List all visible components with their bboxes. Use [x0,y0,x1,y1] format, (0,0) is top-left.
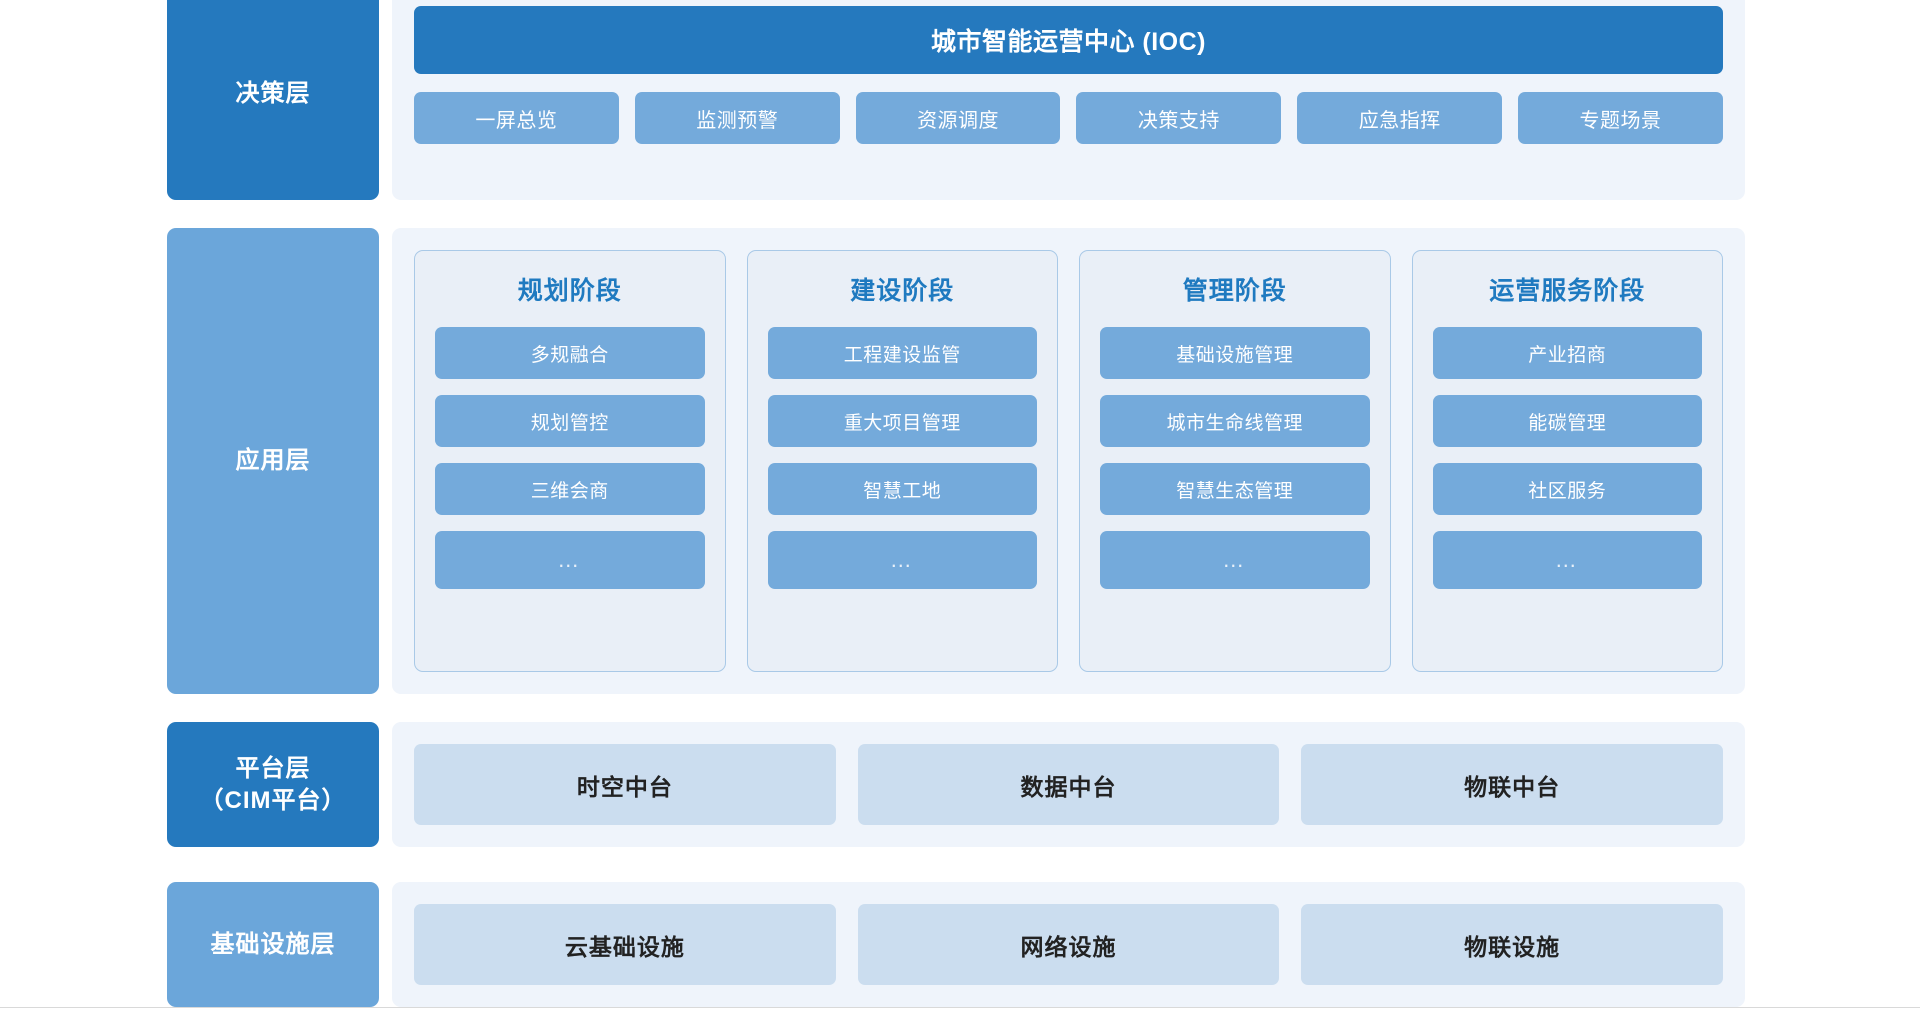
decision-layer-row: 决策层 城市智能运营中心 (IOC) 一屏总览 监测预警 资源调度 决策支持 应… [167,0,1745,200]
platform-box-1[interactable]: 数据中台 [857,744,1280,825]
decision-chip-3[interactable]: 决策支持 [1076,92,1282,144]
infrastructure-layer-panel: 云基础设施 网络设施 物联设施 [392,882,1745,1007]
decision-layer-panel: 城市智能运营中心 (IOC) 一屏总览 监测预警 资源调度 决策支持 应急指挥 … [392,0,1745,200]
decision-chip-0[interactable]: 一屏总览 [414,92,619,144]
application-layer-panel: 规划阶段 多规融合 规划管控 三维会商 … 建设阶段 工程建设监管 重大项目管理… [392,228,1745,694]
stage-item-more[interactable]: … [1432,531,1702,589]
stage-item-list: 基础设施管理 城市生命线管理 智慧生态管理 … [1100,327,1370,649]
decision-chip-5[interactable]: 专题场景 [1518,92,1723,144]
stage-item[interactable]: 工程建设监管 [767,327,1037,379]
stage-item-more[interactable]: … [1100,531,1370,589]
layer-label-decision: 决策层 [167,0,379,200]
layer-label-platform-line2: （CIM平台） [199,786,347,814]
stage-title: 规划阶段 [517,277,622,305]
stage-title: 管理阶段 [1182,277,1287,305]
stage-item[interactable]: 规划管控 [435,395,705,447]
stage-item[interactable]: 社区服务 [1432,463,1702,515]
stage-item[interactable]: 多规融合 [435,327,705,379]
layer-label-application: 应用层 [167,228,379,694]
platform-box-0[interactable]: 时空中台 [414,744,836,825]
stage-card-construction: 建设阶段 工程建设监管 重大项目管理 智慧工地 … [746,250,1058,672]
layer-label-platform-line1: 平台层 [235,754,311,782]
stage-item[interactable]: 产业招商 [1432,327,1702,379]
layer-label-infrastructure: 基础设施层 [167,882,379,1007]
stage-card-operation-service: 运营服务阶段 产业招商 能碳管理 社区服务 … [1411,250,1723,672]
layer-label-platform: 平台层 （CIM平台） [167,722,379,847]
decision-chip-2[interactable]: 资源调度 [855,92,1061,144]
stage-card-planning: 规划阶段 多规融合 规划管控 三维会商 … [414,250,726,672]
stage-card-management: 管理阶段 基础设施管理 城市生命线管理 智慧生态管理 … [1079,250,1391,672]
stage-item[interactable]: 智慧工地 [767,463,1037,515]
infrastructure-box-0[interactable]: 云基础设施 [414,904,836,985]
stage-item[interactable]: 基础设施管理 [1100,327,1370,379]
stage-item-more[interactable]: … [435,531,705,589]
stage-item-list: 多规融合 规划管控 三维会商 … [435,327,705,649]
infrastructure-box-1[interactable]: 网络设施 [857,904,1280,985]
bottom-divider [0,1007,1920,1008]
decision-chip-1[interactable]: 监测预警 [634,92,840,144]
infrastructure-layer-row: 基础设施层 云基础设施 网络设施 物联设施 [167,882,1745,1007]
platform-layer-panel: 时空中台 数据中台 物联中台 [392,722,1745,847]
stage-item[interactable]: 能碳管理 [1432,395,1702,447]
stage-item[interactable]: 智慧生态管理 [1100,463,1370,515]
stage-title: 运营服务阶段 [1489,277,1646,305]
stage-item-more[interactable]: … [767,531,1037,589]
stage-item[interactable]: 重大项目管理 [767,395,1037,447]
infrastructure-box-2[interactable]: 物联设施 [1301,904,1724,985]
ioc-banner: 城市智能运营中心 (IOC) [414,6,1723,74]
stage-item-list: 产业招商 能碳管理 社区服务 … [1432,327,1702,649]
stage-item[interactable]: 城市生命线管理 [1100,395,1370,447]
decision-chip-4[interactable]: 应急指挥 [1297,92,1503,144]
stage-item-list: 工程建设监管 重大项目管理 智慧工地 … [767,327,1037,649]
stage-item[interactable]: 三维会商 [435,463,705,515]
platform-box-2[interactable]: 物联中台 [1301,744,1724,825]
stage-title: 建设阶段 [850,277,955,305]
decision-chip-row: 一屏总览 监测预警 资源调度 决策支持 应急指挥 专题场景 [414,92,1723,144]
platform-layer-row: 平台层 （CIM平台） 时空中台 数据中台 物联中台 [167,722,1745,847]
application-layer-row: 应用层 规划阶段 多规融合 规划管控 三维会商 … 建设阶段 工程建设监管 重大… [167,228,1745,694]
